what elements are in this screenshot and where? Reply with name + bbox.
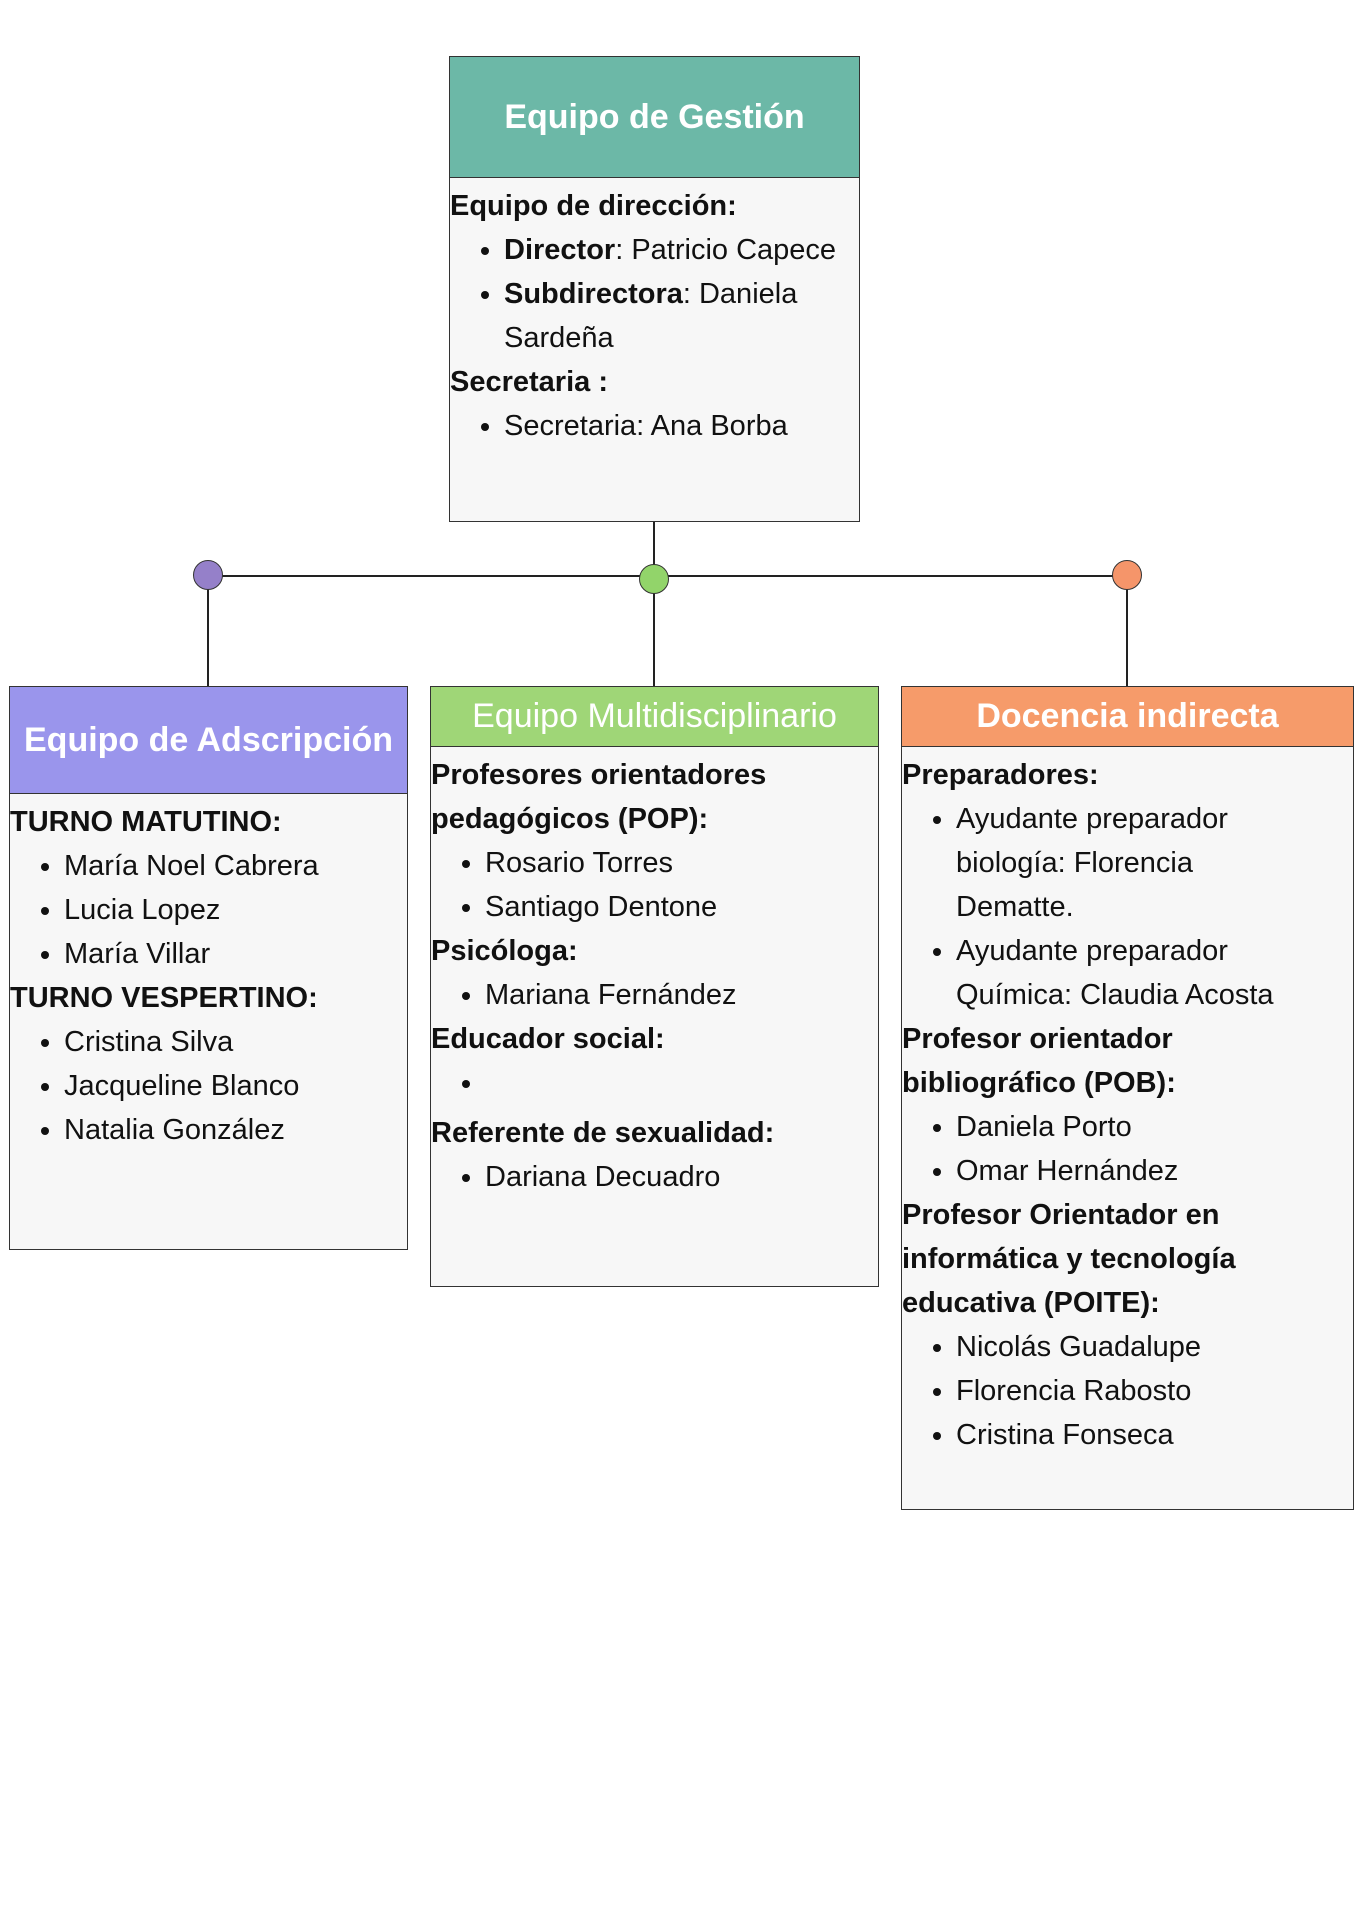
docencia-header: Docencia indirecta: [902, 687, 1353, 747]
matutino-heading: TURNO MATUTINO:: [10, 806, 282, 838]
multi-header: Equipo Multidisciplinario: [431, 687, 878, 747]
educador-heading: Educador social:: [431, 1023, 665, 1055]
list-item: Ayudante preparador Química: Claudia Aco…: [956, 929, 1333, 1017]
node-dot-purple: [193, 560, 223, 590]
list-item: Cristina Silva: [64, 1020, 407, 1064]
list-item: María Noel Cabrera: [64, 844, 407, 888]
pob-heading: Profesor orientador bibliográfico (POB):: [902, 1023, 1176, 1099]
list-item: María Villar: [64, 932, 407, 976]
list-item: Rosario Torres: [485, 841, 878, 885]
vespertino-heading: TURNO VESPERTINO:: [10, 982, 318, 1014]
adscripcion-header: Equipo de Adscripción: [10, 687, 407, 794]
list-item: Cristina Fonseca: [956, 1413, 1353, 1457]
poite-heading: Profesor Orientador en informática y tec…: [902, 1199, 1236, 1319]
list-item: Santiago Dentone: [485, 885, 878, 929]
node-dot-orange: [1112, 560, 1142, 590]
list-item: Jacqueline Blanco: [64, 1064, 407, 1108]
director-item: Director: Patricio Capece: [504, 228, 859, 272]
multi-box: Equipo Multidisciplinario Profesores ori…: [430, 686, 879, 1287]
pop-heading: Profesores orientadores pedagógicos (POP…: [431, 759, 767, 835]
secretaria-item: Secretaria: Ana Borba: [504, 404, 859, 448]
connector-right: [1126, 576, 1128, 686]
connector-left: [207, 576, 209, 686]
subdirectora-item: Subdirectora: Daniela Sardeña: [504, 272, 859, 360]
node-dot-green: [639, 564, 669, 594]
list-item: Dariana Decuadro: [485, 1155, 878, 1199]
gestion-header: Equipo de Gestión: [450, 57, 859, 178]
secretaria-heading: Secretaria :: [450, 366, 608, 398]
connector-middle: [653, 576, 655, 686]
list-item: Lucia Lopez: [64, 888, 407, 932]
list-item: Omar Hernández: [956, 1149, 1353, 1193]
gestion-box: Equipo de Gestión Equipo de dirección: D…: [449, 56, 860, 522]
list-item: Florencia Rabosto: [956, 1369, 1353, 1413]
referente-heading: Referente de sexualidad:: [431, 1117, 775, 1149]
connector-trunk: [653, 521, 655, 577]
list-item: Nicolás Guadalupe: [956, 1325, 1353, 1369]
preparadores-heading: Preparadores:: [902, 759, 1099, 791]
list-item: Ayudante preparador biología: Florencia …: [956, 797, 1333, 929]
list-item-empty: [485, 1061, 878, 1105]
direccion-heading: Equipo de dirección:: [450, 190, 737, 222]
adscripcion-box: Equipo de Adscripción TURNO MATUTINO: Ma…: [9, 686, 408, 1250]
docencia-box: Docencia indirecta Preparadores: Ayudant…: [901, 686, 1354, 1510]
list-item: Daniela Porto: [956, 1105, 1353, 1149]
psicologa-heading: Psicóloga:: [431, 935, 578, 967]
list-item: Natalia González: [64, 1108, 407, 1152]
list-item: Mariana Fernández: [485, 973, 878, 1017]
